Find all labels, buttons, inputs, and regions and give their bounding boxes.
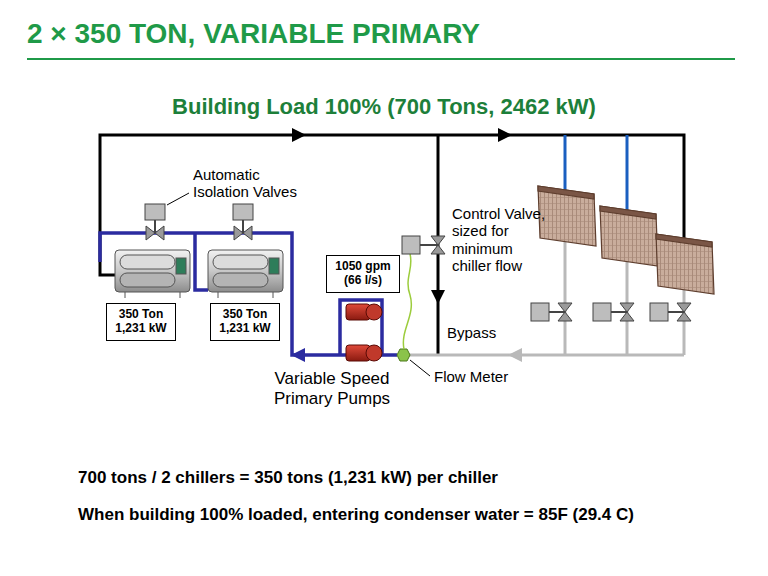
flow-meter — [397, 349, 410, 361]
coil-supply-riser — [626, 135, 629, 210]
control-valve — [402, 236, 445, 254]
return-pipe — [564, 240, 567, 355]
return-pipe — [409, 354, 684, 357]
coil-valve — [593, 303, 611, 321]
chiller — [176, 258, 186, 274]
chiller — [120, 255, 175, 269]
coil-valve — [531, 303, 691, 321]
isolation-valve — [242, 220, 244, 233]
flow-meter — [397, 349, 410, 361]
title-rule — [27, 59, 735, 60]
control-valve — [420, 244, 438, 246]
chiller — [208, 250, 283, 298]
flow-arrow — [291, 348, 305, 362]
title-rule — [27, 58, 735, 60]
leader-line — [410, 360, 430, 376]
note-text: When building 100% loaded, entering cond… — [78, 505, 758, 525]
cooling-coil — [656, 234, 714, 294]
isolation-valve — [233, 204, 253, 240]
box-text: 350 Ton — [218, 307, 272, 321]
callout-label: Flow Meter — [434, 368, 524, 385]
flow-arrow — [291, 348, 305, 362]
chiller — [218, 292, 219, 298]
flow-box: 1050 gpm(66 l/s) — [326, 255, 400, 293]
flow-arrow — [508, 348, 522, 362]
chiller — [115, 250, 190, 292]
cooling-coil — [656, 234, 712, 247]
chiller — [208, 250, 283, 292]
coil-valve — [668, 311, 684, 313]
chiller — [213, 255, 268, 269]
coil-valve — [650, 303, 668, 321]
leader-line — [167, 193, 189, 205]
primary-pump — [366, 345, 382, 361]
box-text: 1,231 kW — [114, 321, 168, 335]
flow-arrow — [498, 128, 512, 142]
chiller — [213, 273, 268, 287]
primary-pipe — [100, 233, 397, 355]
isolation-valve — [154, 220, 156, 233]
flow-arrow — [292, 128, 306, 142]
return-pipe — [683, 290, 686, 355]
isolation-valve — [145, 204, 165, 220]
load-heading: Building Load 100% (700 Tons, 2462 kW) — [134, 94, 634, 119]
isolation-valve — [233, 204, 253, 220]
leader-line — [410, 360, 430, 376]
box-text: 350 Ton — [114, 307, 168, 321]
flow-arrow — [508, 348, 522, 362]
bypass-label: Bypass — [447, 324, 507, 341]
cooling-coil — [538, 186, 714, 294]
signal-wire — [403, 254, 411, 349]
control-valve — [402, 236, 420, 254]
chiller — [125, 292, 126, 298]
chiller — [180, 292, 181, 298]
supply-pipe — [100, 135, 684, 355]
coil-valve — [549, 311, 565, 313]
primary-pipe — [100, 233, 340, 355]
signal-wire — [403, 254, 411, 349]
note-text: 700 tons / 2 chillers = 350 tons (1,231 … — [78, 468, 738, 488]
coil-valve — [531, 303, 549, 321]
chiller — [115, 250, 190, 298]
isolation-valve — [145, 204, 165, 240]
leader-line — [167, 193, 189, 205]
capacity-box: 350 Ton1,231 kW — [106, 303, 176, 341]
capacity-box: 350 Ton1,231 kW — [210, 303, 280, 341]
cooling-coil — [538, 186, 594, 199]
callout-label: Control Valve, sized for minimum chiller… — [452, 205, 552, 274]
box-text: 1,231 kW — [218, 321, 272, 335]
cooling-coil — [538, 186, 596, 246]
primary-pipe — [195, 233, 208, 290]
chiller — [273, 292, 274, 298]
cooling-coil — [600, 206, 656, 219]
flow-arrow — [431, 290, 445, 304]
box-text: 1050 gpm — [334, 259, 392, 273]
callout-label: Automatic Isolation Valves — [193, 166, 318, 201]
coil-valve — [611, 311, 627, 313]
chiller — [120, 273, 175, 287]
primary-pump — [366, 304, 382, 320]
chiller — [269, 258, 279, 274]
coil-supply-riser — [564, 135, 567, 192]
primary-pump — [346, 304, 382, 361]
pump-label: Variable Speed Primary Pumps — [256, 369, 408, 408]
page-title: 2 × 350 TON, VARIABLE PRIMARY — [27, 18, 480, 50]
box-text: (66 l/s) — [334, 273, 392, 287]
cooling-coil — [600, 206, 658, 266]
